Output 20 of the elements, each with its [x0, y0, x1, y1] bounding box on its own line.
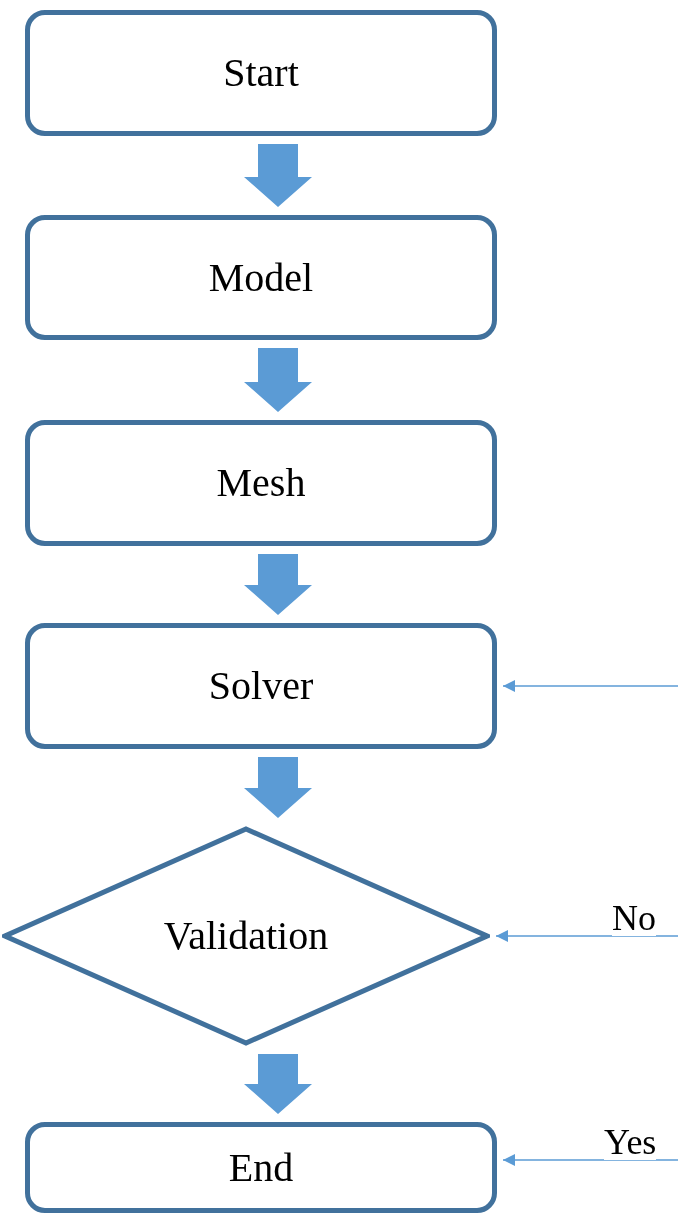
node-label: Mesh [216, 463, 306, 503]
block-arrow [244, 757, 312, 818]
node-label: Validation [163, 916, 329, 956]
arrow [502, 1154, 678, 1166]
process-box [25, 420, 497, 546]
decision-diamond [2, 826, 490, 1046]
node-label: End [228, 1147, 294, 1188]
block-arrow [244, 144, 312, 207]
arrow [495, 930, 678, 942]
block-arrow [244, 554, 312, 615]
process-box [25, 10, 497, 136]
block-arrow [244, 348, 312, 412]
node-label: Start [223, 53, 299, 93]
process-box [25, 623, 497, 749]
block-arrow [244, 1054, 312, 1114]
process-box [25, 1122, 497, 1213]
process-box [25, 215, 497, 340]
node-label: Model [208, 257, 314, 298]
node-label: Solver [208, 666, 314, 706]
arrow [502, 680, 678, 692]
